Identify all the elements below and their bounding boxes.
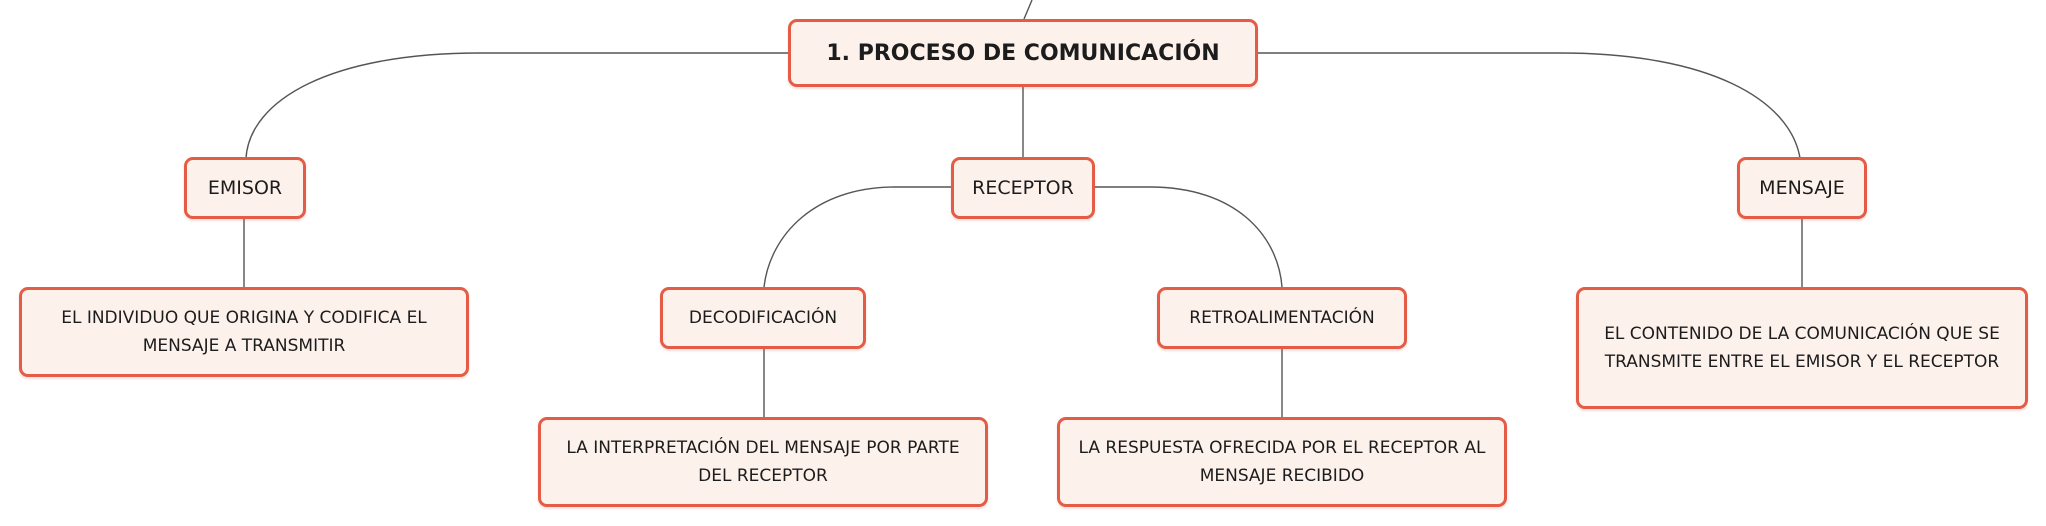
emisor-node-label: EMISOR [207,177,283,199]
retroalimentacion-description-text: LA RESPUESTA OFRECIDA POR EL RECEPTOR AL… [1078,438,1486,486]
root-node[interactable]: 1. PROCESO DE COMUNICACIÓN [788,19,1258,87]
retroalimentacion-node[interactable]: RETROALIMENTACIÓN [1157,287,1407,349]
connector-receptor-decodificacion [763,186,952,288]
emisor-description-node[interactable]: EL INDIVIDUO QUE ORIGINA Y CODIFICA EL M… [19,287,469,377]
decodificacion-description-text: LA INTERPRETACIÓN DEL MENSAJE POR PARTE … [566,438,960,486]
connector-root-emisor [245,52,788,159]
decodificacion-node[interactable]: DECODIFICACIÓN [660,287,866,349]
connector-receptor-retroalimentacion [1094,186,1283,288]
retroalimentacion-node-label: RETROALIMENTACIÓN [1189,308,1375,328]
receptor-node-label: RECEPTOR [972,177,1074,199]
connector-root-mensaje [1258,52,1801,159]
connector-parent-stub [1023,0,1033,20]
mensaje-description-text: EL CONTENIDO DE LA COMUNICACIÓN QUE SE T… [1604,324,2000,372]
emisor-node[interactable]: EMISOR [184,157,306,219]
emisor-description-text: EL INDIVIDUO QUE ORIGINA Y CODIFICA EL M… [61,308,427,356]
receptor-node[interactable]: RECEPTOR [951,157,1095,219]
root-node-label: 1. PROCESO DE COMUNICACIÓN [826,40,1220,66]
decodificacion-description-node[interactable]: LA INTERPRETACIÓN DEL MENSAJE POR PARTE … [538,417,988,507]
decodificacion-node-label: DECODIFICACIÓN [688,308,838,328]
mensaje-node[interactable]: MENSAJE [1737,157,1867,219]
mensaje-description-node[interactable]: EL CONTENIDO DE LA COMUNICACIÓN QUE SE T… [1576,287,2028,409]
mensaje-node-label: MENSAJE [1759,177,1845,199]
retroalimentacion-description-node[interactable]: LA RESPUESTA OFRECIDA POR EL RECEPTOR AL… [1057,417,1507,507]
